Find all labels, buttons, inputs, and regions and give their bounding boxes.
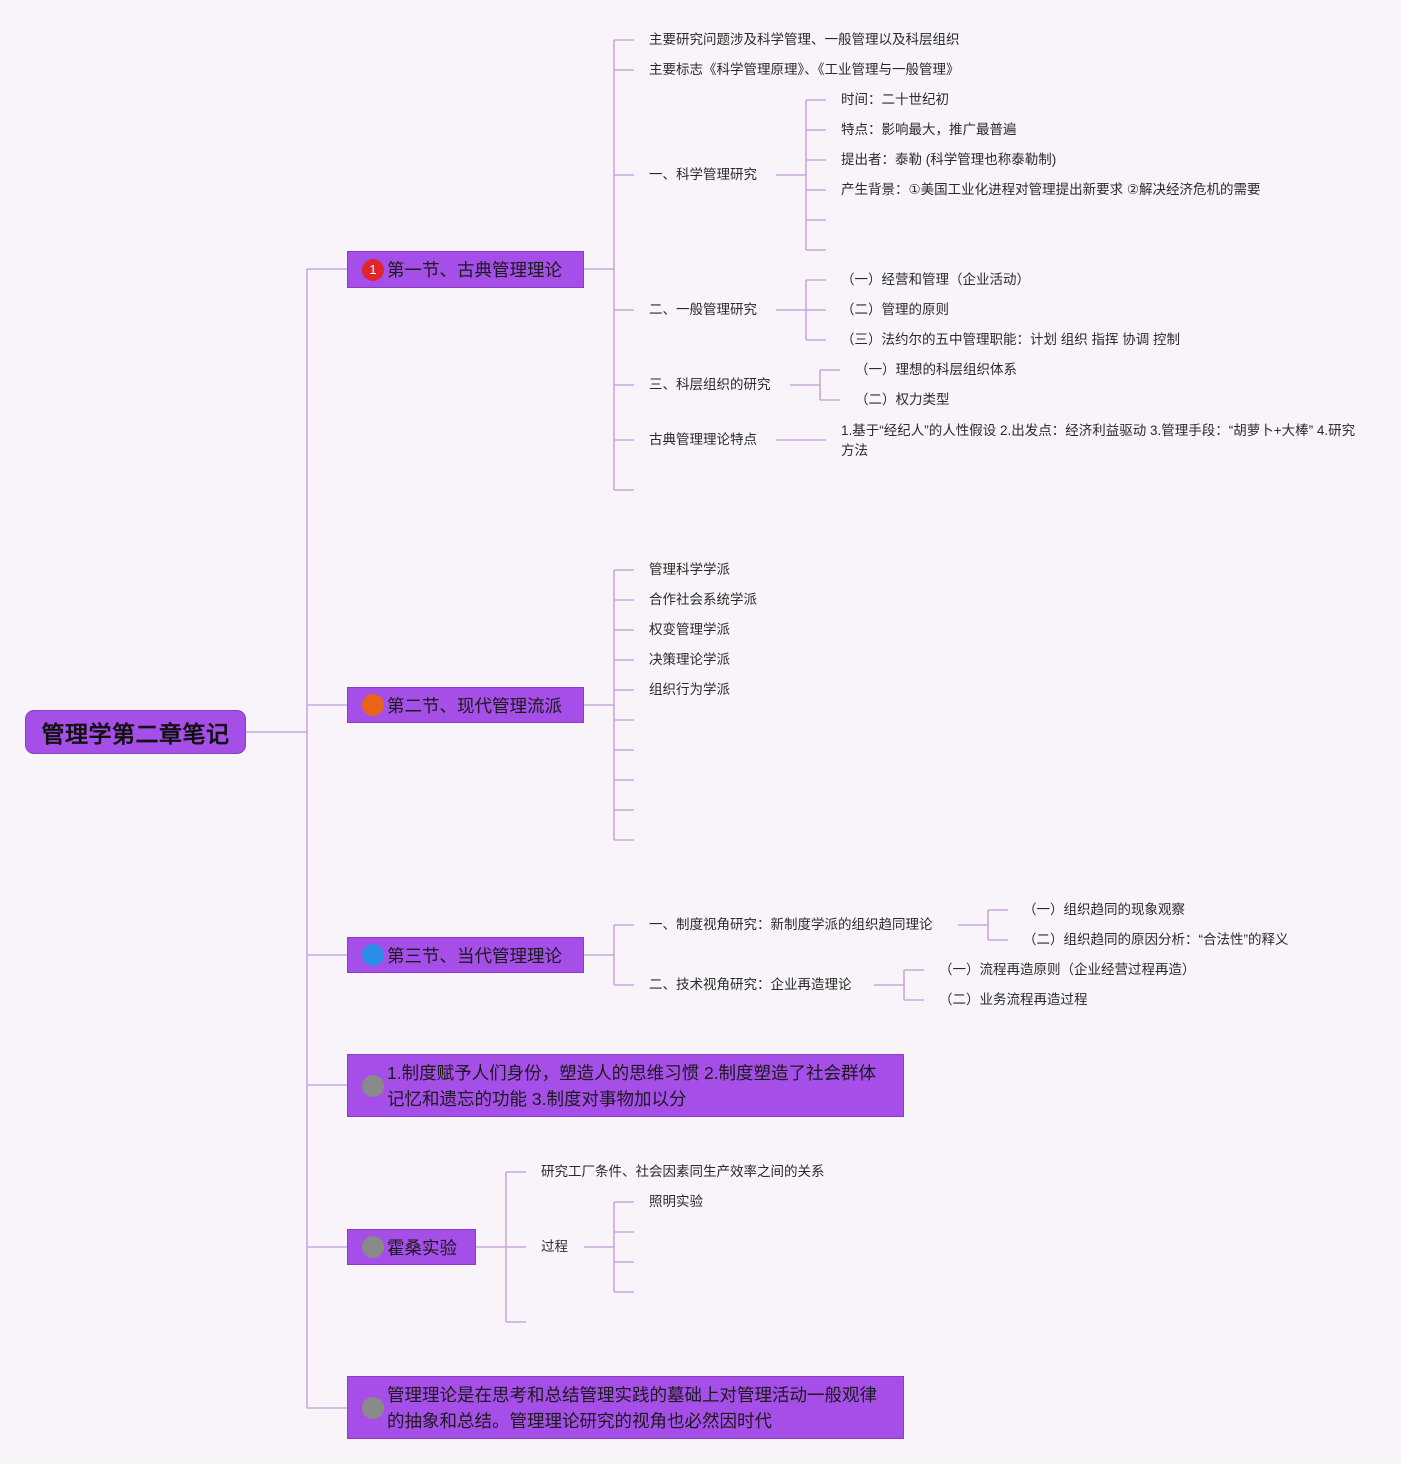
- s2-school-4[interactable]: 决策理论学派: [649, 652, 730, 667]
- section-3-title: 第三节、当代管理理论: [387, 945, 562, 966]
- s2-school-3[interactable]: 权变管理学派: [649, 622, 730, 637]
- s1-bu-2[interactable]: （二）权力类型: [855, 392, 950, 407]
- s1-sm-feature[interactable]: 特点：影响最大，推广最普遍: [841, 122, 1017, 137]
- section-5-title: 霍桑实验: [387, 1237, 457, 1258]
- s5-process[interactable]: 过程: [541, 1239, 568, 1254]
- s1-sm-background[interactable]: 产生背景：①美国工业化进程对管理提出新要求 ②解决经济危机的需要: [841, 182, 1261, 197]
- s5-lighting[interactable]: 照明实验: [649, 1194, 703, 1209]
- s1-gm-3[interactable]: （三）法约尔的五中管理职能：计划 组织 指挥 协调 控制: [841, 332, 1181, 347]
- marker-3-icon: 3: [362, 944, 384, 966]
- section-4-text: 1.制度赋予人们身份，塑造人的思维习惯 2.制度塑造了社会群体记忆和遗忘的功能 …: [387, 1062, 877, 1109]
- s1-gm-1[interactable]: （一）经营和管理（企业活动）: [841, 272, 1030, 287]
- section-3-node[interactable]: 3 第三节、当代管理理论: [347, 937, 584, 973]
- section-5-node[interactable]: 5 霍桑实验: [347, 1229, 476, 1265]
- s2-school-1[interactable]: 管理科学学派: [649, 562, 730, 577]
- root-topic[interactable]: 管理学第二章笔记: [25, 710, 246, 754]
- section-6-node[interactable]: 6 管理理论是在思考和总结管理实践的墓础上对管理活动一般观律的抽象和总结。管理理…: [347, 1376, 904, 1439]
- marker-4-icon: 4: [362, 1074, 384, 1097]
- s3-technical[interactable]: 二、技术视角研究：企业再造理论: [649, 977, 852, 992]
- section-2-title: 第二节、现代管理流派: [387, 695, 562, 716]
- s1-bu-1[interactable]: （一）理想的科层组织体系: [855, 362, 1017, 377]
- s1-item-general-management[interactable]: 二、一般管理研究: [649, 302, 757, 317]
- marker-1-icon: 1: [362, 258, 384, 281]
- s5-research[interactable]: 研究工厂条件、社会因素同生产效率之间的关系: [541, 1164, 825, 1179]
- section-1-node[interactable]: 1 第一节、古典管理理论: [347, 251, 584, 288]
- s3-inst-2[interactable]: （二）组织趋同的原因分析：“合法性”的释义: [1023, 932, 1289, 947]
- section-6-text: 管理理论是在思考和总结管理实践的墓础上对管理活动一般观律的抽象和总结。管理理论研…: [387, 1384, 877, 1431]
- s1-item-scope[interactable]: 主要研究问题涉及科学管理、一般管理以及科层组织: [649, 32, 960, 47]
- s1-cf-detail[interactable]: 1.基于“经纪人”的人性假设 2.出发点：经济利益驱动 3.管理手段：“胡萝卜+…: [841, 423, 1356, 458]
- marker-5-icon: 5: [362, 1236, 384, 1258]
- marker-6-icon: 6: [362, 1396, 384, 1419]
- section-2-node[interactable]: 2 第二节、现代管理流派: [347, 687, 584, 723]
- s2-school-2[interactable]: 合作社会系统学派: [649, 592, 757, 607]
- s3-inst-1[interactable]: （一）组织趋同的现象观察: [1023, 902, 1185, 917]
- s1-sm-time[interactable]: 时间：二十世纪初: [841, 92, 949, 107]
- section-4-node[interactable]: 4 1.制度赋予人们身份，塑造人的思维习惯 2.制度塑造了社会群体记忆和遗忘的功…: [347, 1054, 904, 1117]
- s2-school-5[interactable]: 组织行为学派: [649, 682, 730, 697]
- s1-sm-proposer[interactable]: 提出者：泰勒 (科学管理也称泰勒制): [841, 152, 1057, 167]
- s1-item-classical-features[interactable]: 古典管理理论特点: [649, 432, 757, 447]
- s1-gm-2[interactable]: （二）管理的原则: [841, 302, 949, 317]
- s1-item-scientific-management[interactable]: 一、科学管理研究: [649, 167, 757, 182]
- s1-item-bureaucracy[interactable]: 三、科层组织的研究: [649, 377, 771, 392]
- s3-institutional[interactable]: 一、制度视角研究：新制度学派的组织趋同理论: [649, 917, 933, 932]
- s3-tech-1[interactable]: （一）流程再造原则（企业经营过程再造）: [939, 962, 1196, 977]
- marker-2-icon: 2: [362, 694, 384, 716]
- s1-item-landmarks[interactable]: 主要标志《科学管理原理》、《工业管理与一般管理》: [649, 62, 960, 77]
- s3-tech-2[interactable]: （二）业务流程再造过程: [939, 992, 1088, 1007]
- section-1-title: 第一节、古典管理理论: [387, 260, 562, 280]
